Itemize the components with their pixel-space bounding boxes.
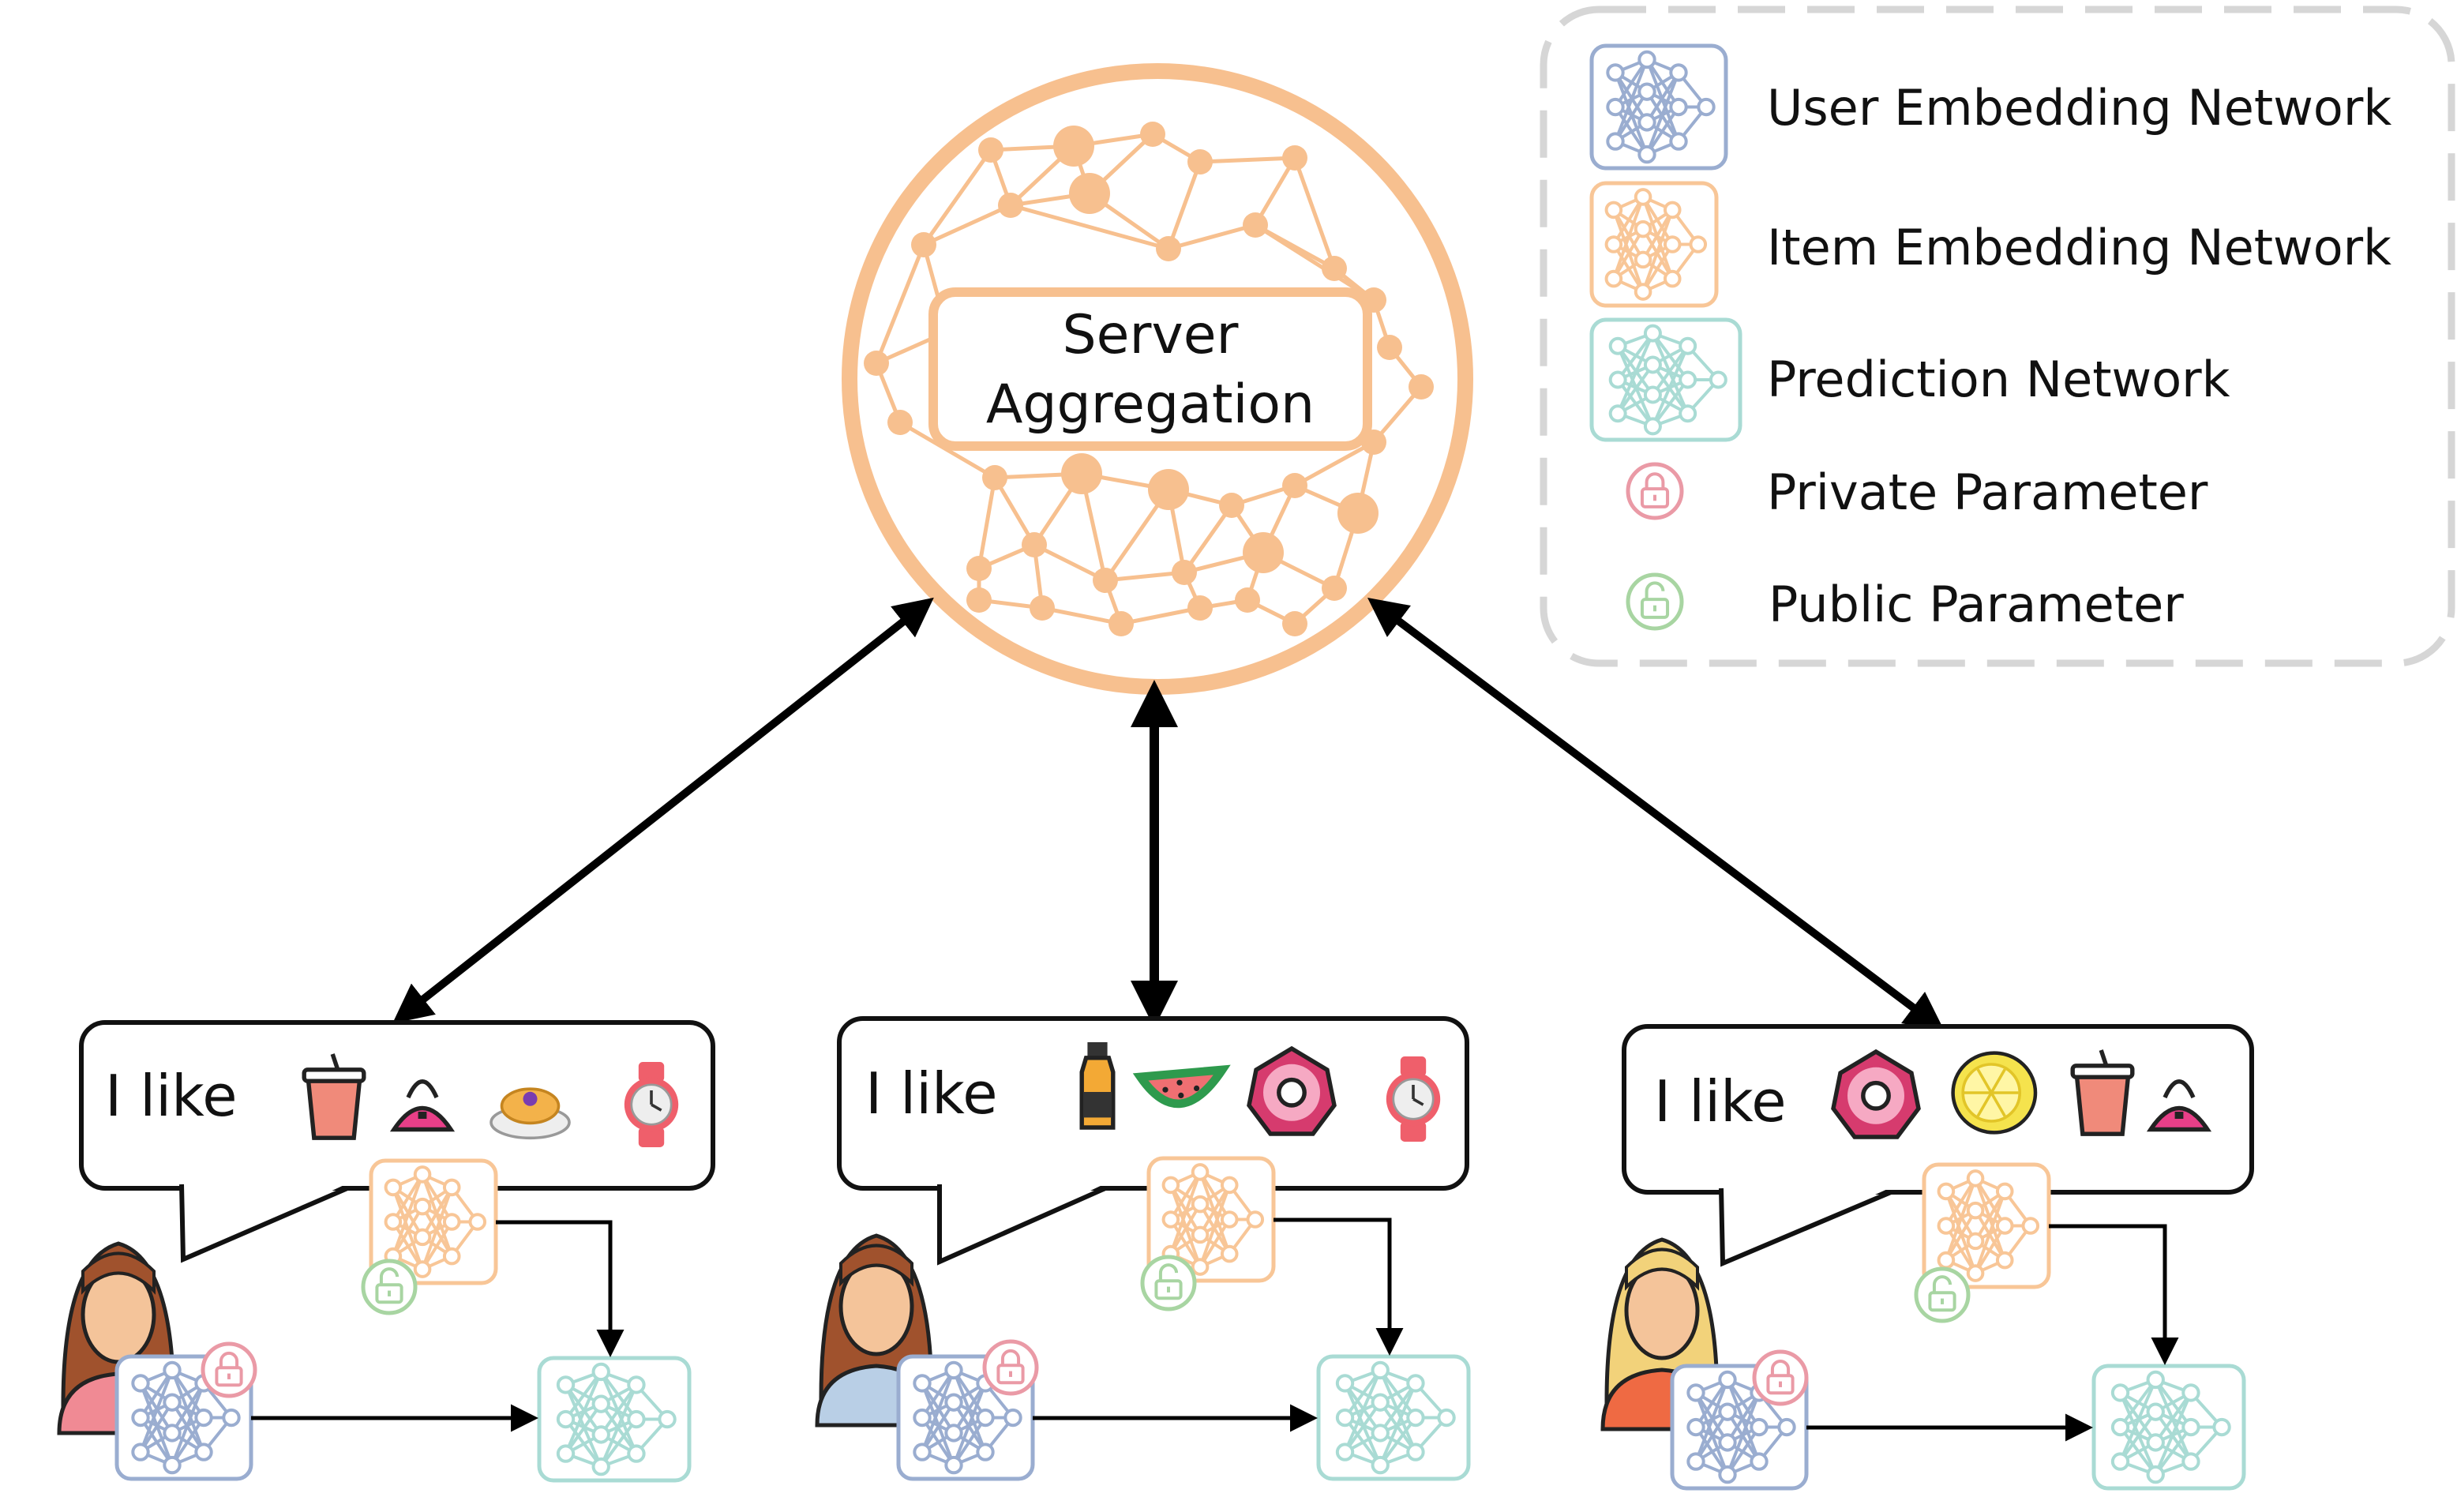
private-parameter-lock-icon	[1626, 462, 1684, 520]
item-to-prediction-arrow	[1274, 1217, 1404, 1356]
user-embedding-network-icon	[1670, 1364, 1809, 1491]
watch-icon	[624, 1062, 679, 1147]
handbag-icon	[389, 1079, 456, 1132]
public-parameter-unlock-icon	[1140, 1255, 1197, 1311]
lock-glyph	[1626, 462, 1684, 520]
private-parameter-lock-icon	[201, 1341, 257, 1398]
speech-tail-fill	[182, 1180, 347, 1259]
watch-icon	[1386, 1056, 1441, 1142]
prediction-network-icon	[537, 1356, 692, 1483]
item-embedding-network-icon	[369, 1158, 498, 1285]
donut-icon	[1247, 1045, 1337, 1136]
legend-label-private: Private Parameter	[1767, 463, 2208, 521]
legend: User Embedding Network Item Embedding Ne…	[1540, 6, 2455, 667]
unlock-glyph	[1626, 572, 1684, 631]
item-to-prediction-arrow	[496, 1220, 625, 1357]
watermelon-icon	[1132, 1064, 1231, 1109]
donut-icon	[1831, 1049, 1921, 1139]
client-2-speech-text: I like	[865, 1060, 998, 1127]
client-1-speech-text: I like	[105, 1063, 238, 1129]
prediction-network-icon	[1589, 317, 1742, 442]
legend-frame	[1540, 6, 2455, 667]
pancakes-icon	[490, 1087, 571, 1140]
clients	[57, 1016, 2254, 1491]
public-parameter-unlock-icon	[1914, 1266, 1971, 1323]
speech-tail	[179, 1184, 349, 1263]
public-parameter-unlock-icon	[1626, 572, 1684, 631]
server-title-line1: Server	[1063, 304, 1239, 366]
prediction-network-icon	[2091, 1364, 2246, 1491]
item-to-prediction-arrow	[2049, 1224, 2179, 1365]
item-embedding-network-box	[1589, 181, 1719, 308]
user-embedding-network-icon	[1589, 43, 1728, 171]
speech-tail	[1719, 1187, 1892, 1267]
private-parameter-lock-icon	[982, 1339, 1039, 1396]
whiskey-bottle-icon	[1079, 1042, 1116, 1130]
drink-cup-icon	[2070, 1049, 2135, 1136]
arrow-server-client-1	[392, 597, 934, 1024]
prediction-network-box	[1589, 317, 1742, 442]
legend-label-user-embedding: User Embedding Network	[1767, 79, 2391, 137]
server-label-box	[928, 287, 1372, 451]
legend-label-item-embedding: Item Embedding Network	[1767, 219, 2391, 276]
server-mesh-graphic	[864, 122, 1434, 636]
item-embedding-network-icon	[1146, 1156, 1276, 1283]
server-title-line2: Aggregation	[986, 373, 1315, 436]
legend-label-prediction: Prediction Network	[1767, 351, 2230, 408]
item-embedding-network-icon	[1922, 1162, 2051, 1289]
user-embedding-network-box	[1589, 43, 1728, 171]
client-3-speech-text: I like	[1654, 1068, 1787, 1135]
speech-tail-fill	[1721, 1184, 1891, 1263]
lemon-icon	[1951, 1051, 2038, 1135]
prediction-network-icon	[1316, 1354, 1471, 1481]
client-1	[57, 1020, 715, 1483]
speech-tail	[937, 1184, 1107, 1266]
public-parameter-unlock-icon	[361, 1259, 418, 1315]
communication-arrows	[392, 597, 1945, 1032]
server-node: Server Aggregation	[842, 63, 1473, 695]
arrow-server-client-3	[1367, 597, 1945, 1032]
item-embedding-network-icon	[1589, 181, 1719, 308]
client-3	[1600, 1024, 2254, 1491]
legend-label-public: Public Parameter	[1769, 576, 2184, 633]
client-2	[815, 1016, 1471, 1481]
drink-cup-icon	[302, 1053, 366, 1140]
private-parameter-lock-icon	[1752, 1349, 1809, 1406]
handbag-icon	[2146, 1079, 2212, 1132]
